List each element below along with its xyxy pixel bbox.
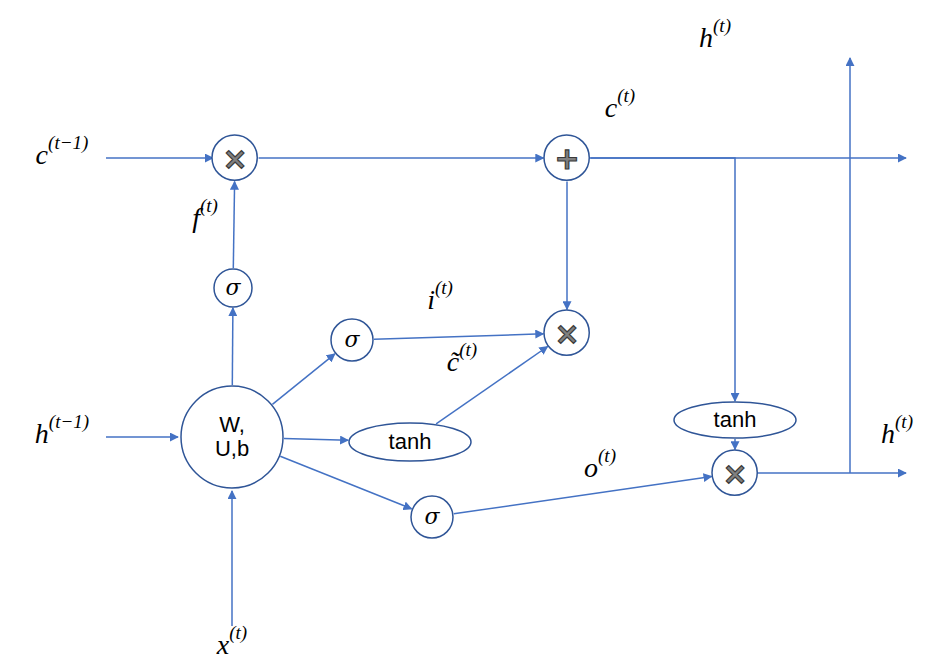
node-text: σ xyxy=(424,505,439,529)
signal-label: h(t) xyxy=(697,23,733,54)
node-text: W, U,b xyxy=(208,413,256,461)
input-wire xyxy=(106,436,178,438)
signal-connector xyxy=(436,347,547,424)
signal-label: c̃(t) xyxy=(445,347,479,378)
node-text: + xyxy=(554,142,579,175)
signal-connector xyxy=(591,158,735,401)
node-text: × xyxy=(222,142,247,175)
node-text: × xyxy=(722,457,747,490)
signal-label: c(t−1) xyxy=(34,140,91,171)
operator-circle: × xyxy=(711,449,758,496)
gate-circle: σ xyxy=(213,268,253,308)
input-wire xyxy=(106,157,213,159)
output-wire xyxy=(756,472,906,474)
output-wire xyxy=(849,58,851,473)
activation-oval: tanh xyxy=(348,422,472,462)
signal-connector xyxy=(259,157,544,159)
gate-circle: σ xyxy=(330,318,374,362)
signal-connector xyxy=(280,456,411,509)
node-text: tanh xyxy=(389,430,432,454)
signal-label: o(t) xyxy=(582,453,618,484)
node-text: σ xyxy=(225,276,240,300)
node-text: × xyxy=(554,317,579,350)
weights-circle: W, U,b xyxy=(180,385,284,489)
signal-label: f(t) xyxy=(190,203,220,234)
signal-label: c(t) xyxy=(603,93,637,124)
operator-circle: × xyxy=(543,309,590,356)
signal-label: x(t) xyxy=(215,630,249,661)
signal-connector xyxy=(734,439,736,449)
signal-label: h(t) xyxy=(879,419,915,450)
signal-connector xyxy=(374,334,543,340)
signal-connector xyxy=(284,439,348,441)
node-text: tanh xyxy=(714,408,757,432)
signal-label: i(t) xyxy=(425,285,455,316)
operator-circle: + xyxy=(543,134,590,181)
signal-connector xyxy=(232,308,234,385)
activation-oval: tanh xyxy=(673,401,797,439)
signal-label: h(t−1) xyxy=(33,419,91,450)
input-wire xyxy=(231,491,233,626)
gate-circle: σ xyxy=(410,495,454,539)
node-text: σ xyxy=(344,328,359,352)
signal-connector xyxy=(566,182,568,310)
signal-connector xyxy=(233,182,234,268)
signal-connector xyxy=(272,354,335,405)
operator-circle: × xyxy=(211,134,258,181)
